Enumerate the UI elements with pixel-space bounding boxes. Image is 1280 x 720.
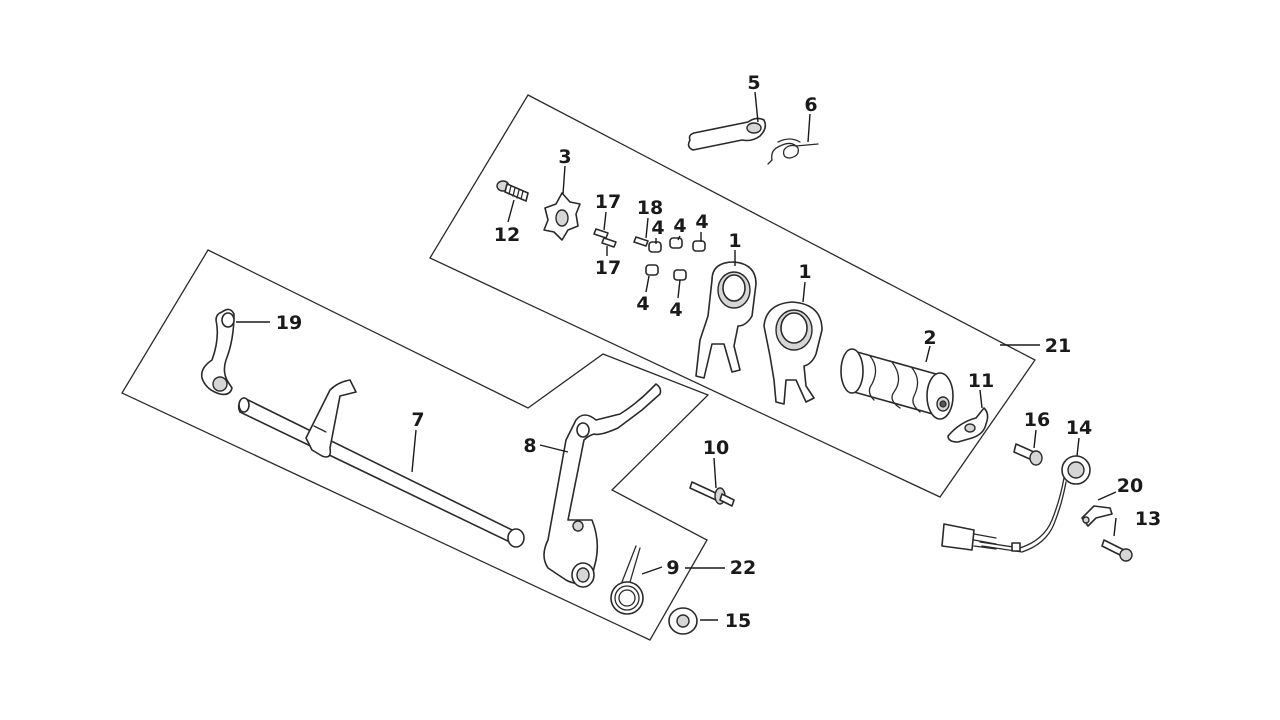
part-17-pin-lower xyxy=(601,237,617,248)
callout-17a: 17 xyxy=(595,191,621,213)
part-2-shift-drum xyxy=(840,348,954,420)
group-22-frame xyxy=(121,249,710,641)
callout-16: 16 xyxy=(1024,409,1050,431)
callout-4a: 4 xyxy=(651,217,664,239)
callout-9: 9 xyxy=(666,557,679,579)
callout-4d: 4 xyxy=(636,293,649,315)
part-11-stopper-plate xyxy=(947,407,989,443)
part-13-bolt xyxy=(1101,539,1133,562)
callout-12: 12 xyxy=(494,224,520,246)
part-1-shift-fork-left xyxy=(695,261,757,379)
part-7-shift-shaft xyxy=(237,379,525,548)
callout-21: 21 xyxy=(1045,335,1071,357)
part-4-roller-c xyxy=(692,240,706,252)
part-3-star-plate xyxy=(543,192,581,241)
part-5-shift-arm xyxy=(687,117,767,151)
leader-lines xyxy=(236,91,1117,621)
callout-labels: 1 1 2 3 4 4 4 4 4 5 6 7 8 9 10 11 12 13 … xyxy=(276,72,1161,632)
part-19-linkage-arm xyxy=(200,308,235,396)
part-18-pin xyxy=(633,236,649,247)
part-14-neutral-switch xyxy=(941,455,1091,553)
callout-10: 10 xyxy=(703,437,729,459)
callout-8: 8 xyxy=(523,435,536,457)
part-15-washer xyxy=(668,607,698,635)
callout-20: 20 xyxy=(1117,475,1143,497)
part-16-bolt xyxy=(1013,443,1043,466)
part-4-roller-e xyxy=(673,269,687,281)
callout-7: 7 xyxy=(411,409,424,431)
callout-14: 14 xyxy=(1066,417,1092,439)
callout-18: 18 xyxy=(637,197,663,219)
callout-19: 19 xyxy=(276,312,302,334)
callout-11: 11 xyxy=(968,370,994,392)
part-12-bolt xyxy=(496,180,529,202)
callout-17b: 17 xyxy=(595,257,621,279)
callout-15: 15 xyxy=(725,610,751,632)
part-10-stud-bolt xyxy=(689,481,735,507)
callout-4c: 4 xyxy=(695,211,708,233)
part-4-roller-b xyxy=(669,237,683,249)
part-8-gearshift-arm xyxy=(543,383,662,588)
part-1-shift-fork-right xyxy=(763,301,823,405)
callout-4b: 4 xyxy=(673,215,686,237)
part-6-torsion-spring xyxy=(767,138,819,165)
callout-6: 6 xyxy=(804,94,817,116)
group-21-frame xyxy=(429,94,1036,498)
callout-5: 5 xyxy=(747,72,760,94)
callout-1b: 1 xyxy=(798,261,811,283)
part-4-roller-a xyxy=(648,241,662,253)
part-9-return-spring xyxy=(610,545,644,615)
callout-4e: 4 xyxy=(669,299,682,321)
callout-1a: 1 xyxy=(728,230,741,252)
callout-13: 13 xyxy=(1135,508,1161,530)
callout-2: 2 xyxy=(923,327,936,349)
part-20-clip xyxy=(1081,505,1113,527)
part-17-pin-upper xyxy=(593,228,609,239)
callout-22: 22 xyxy=(730,557,756,579)
part-4-roller-d xyxy=(645,264,659,276)
callout-3: 3 xyxy=(558,146,571,168)
